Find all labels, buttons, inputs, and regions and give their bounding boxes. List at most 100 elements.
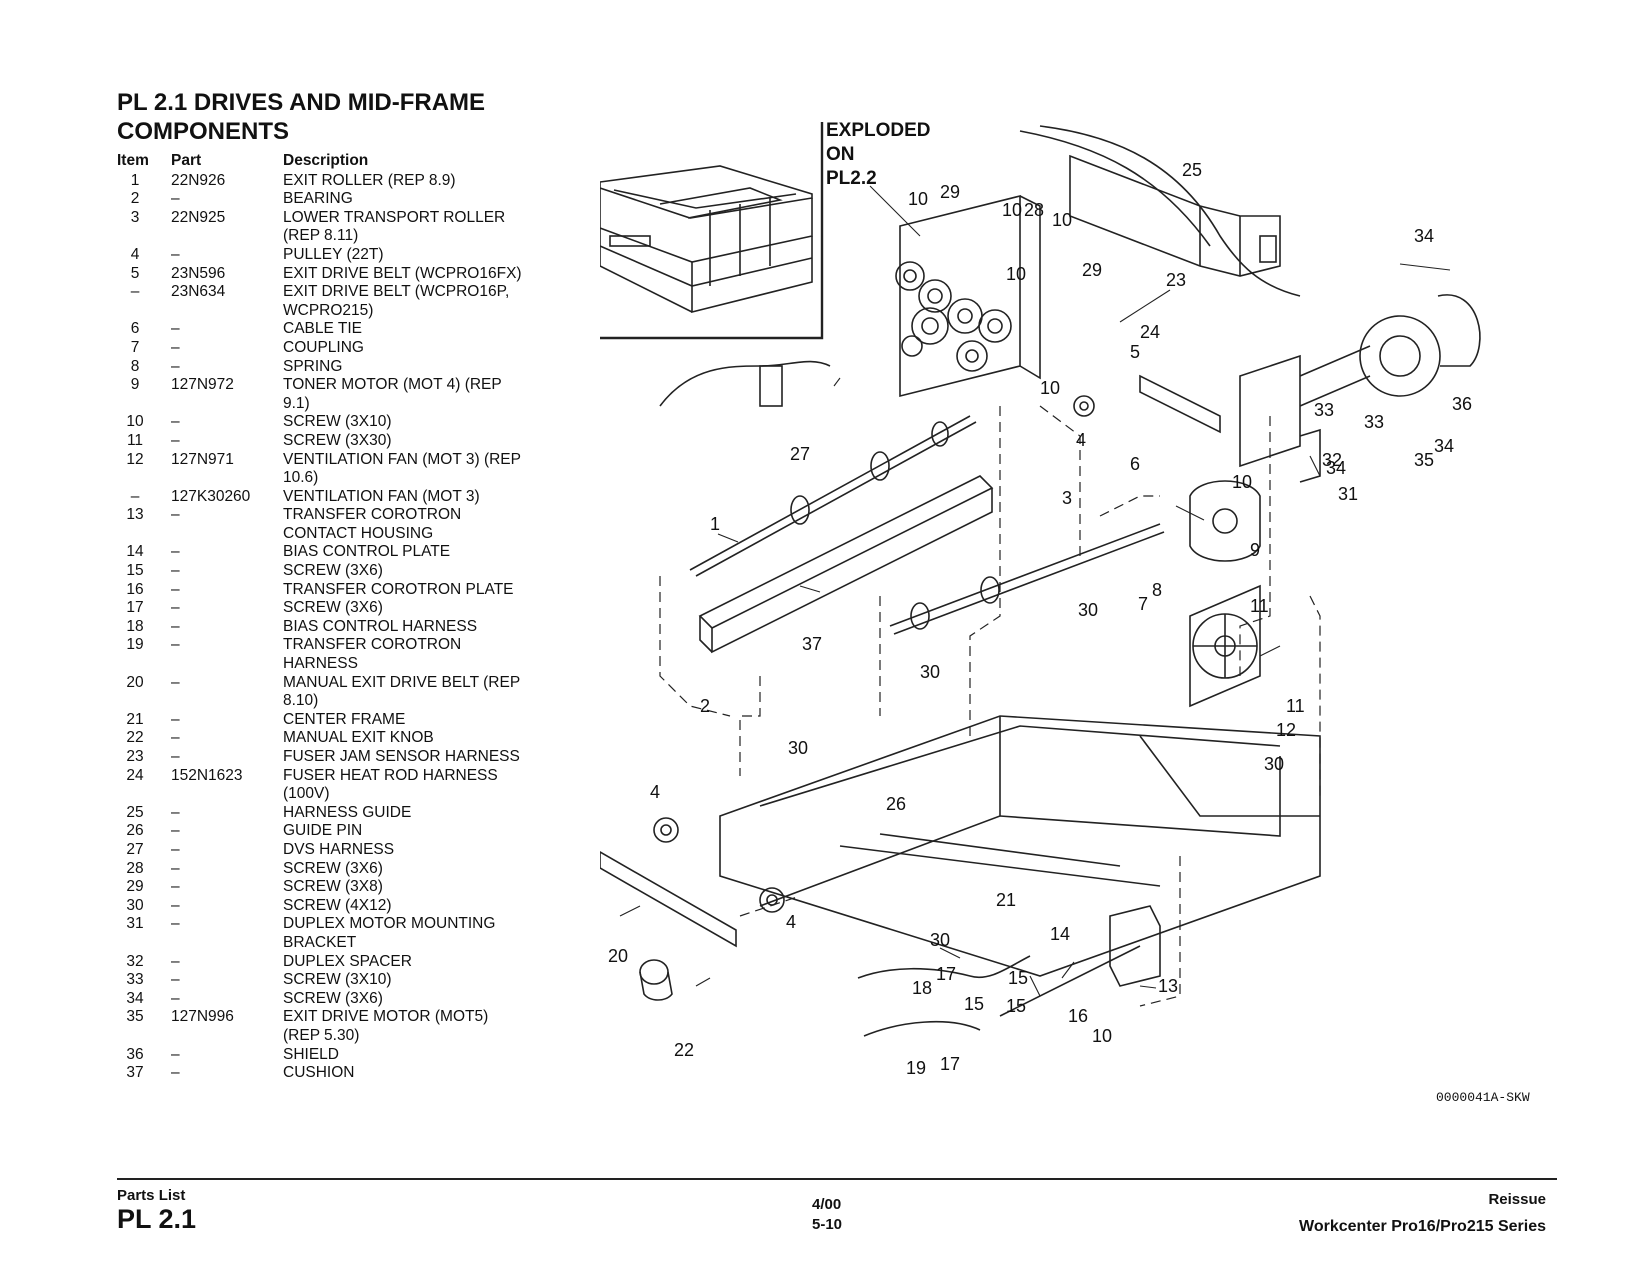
row-part: – (171, 840, 180, 858)
footer-date: 4/00 (812, 1196, 842, 1213)
row-part: 152N1623 (171, 766, 243, 784)
bias-control-harness (857, 955, 1031, 979)
row-description-line: SHIELD (283, 1045, 339, 1063)
row-item: 20 (126, 673, 144, 691)
row-description: VENTILATION FAN (MOT 3) (283, 488, 553, 507)
row-description-line: CUSHION (283, 1064, 355, 1082)
row-item: 31 (126, 915, 144, 933)
row-description-line: TONER MOTOR (MOT 4) (REP (283, 376, 502, 394)
row-description-line: 8.10) (283, 692, 319, 710)
row-description: DVS HARNESS (283, 841, 553, 860)
row-part: 23N596 (171, 264, 226, 282)
callout-number: 34 (1326, 458, 1346, 478)
row-item: 37 (126, 1064, 144, 1082)
callout-number: 24 (1140, 322, 1160, 342)
callout-number: 10 (1040, 378, 1060, 398)
callout-number: 11 (1250, 596, 1269, 616)
row-item: 29 (126, 878, 144, 896)
table-row: 17–SCREW (3X6) (117, 599, 553, 618)
row-part: 23N634 (171, 283, 226, 301)
footer-divider (117, 1178, 1557, 1180)
row-description-line: SPRING (283, 357, 343, 375)
row-part: – (171, 562, 180, 580)
row-item: 18 (126, 617, 144, 635)
row-part: 127K30260 (171, 487, 251, 505)
row-item: 35 (126, 1008, 144, 1026)
row-description: FUSER JAM SENSOR HARNESS (283, 748, 553, 767)
row-description-line: BEARING (283, 190, 353, 208)
row-description-line: SCREW (3X30) (283, 431, 392, 449)
callout-number: 17 (936, 964, 956, 984)
row-description: BIAS CONTROL PLATE (283, 543, 553, 562)
row-item: 2 (130, 190, 140, 208)
row-part: – (171, 580, 180, 598)
row-part: 127N996 (171, 1008, 234, 1026)
callout-number: 10 (1006, 264, 1026, 284)
table-row: 5 23N596 EXIT DRIVE BELT (WCPRO16FX) (117, 265, 553, 284)
callout-number: 26 (886, 794, 906, 814)
callout-number: 12 (1276, 720, 1296, 740)
row-description: EXIT DRIVE BELT (WCPRO16P,WCPRO215) (283, 283, 553, 320)
row-description-line: EXIT DRIVE MOTOR (MOT5) (283, 1008, 489, 1026)
row-description-line: EXIT ROLLER (REP 8.9) (283, 171, 456, 189)
row-description-line: FUSER HEAT ROD HARNESS (283, 766, 498, 784)
callout-number: 31 (1338, 484, 1358, 504)
callout-number: 34 (1434, 436, 1454, 456)
row-description: TRANSFER COROTRON PLATE (283, 581, 553, 600)
header-part: Part (171, 152, 202, 169)
table-row: 23–FUSER JAM SENSOR HARNESS (117, 748, 553, 767)
callout-number: 30 (930, 930, 950, 950)
page-title-line1: PL 2.1 DRIVES AND MID-FRAME (117, 89, 486, 116)
callout-number: 25 (1182, 160, 1202, 180)
exploded-note-line3: PL2.2 (826, 168, 877, 189)
row-item: 25 (126, 803, 144, 821)
parts-table-header: Item Part Description (117, 152, 553, 171)
callout-number: 36 (1452, 394, 1472, 414)
table-row: 29–SCREW (3X8) (117, 878, 553, 897)
callout-number: 10 (908, 189, 928, 209)
row-description-line: SCREW (3X6) (283, 989, 383, 1007)
row-description-line: TRANSFER COROTRON (283, 636, 462, 654)
row-part: – (171, 636, 180, 654)
exit-drive-belt (1139, 374, 1221, 434)
row-item: 23 (126, 748, 144, 765)
row-description: BIAS CONTROL HARNESS (283, 618, 553, 637)
table-row: 7–COUPLING (117, 339, 553, 358)
footer-section-code: PL 2.1 (117, 1204, 197, 1234)
row-description-line: WCPRO215) (283, 301, 374, 319)
row-description-line: EXIT DRIVE BELT (WCPRO16P, (283, 283, 510, 301)
row-item: 10 (126, 413, 144, 431)
row-part: – (171, 245, 180, 263)
exploded-note: EXPLODED ON PL2.2 (826, 120, 931, 189)
callout-number: 15 (1006, 996, 1026, 1016)
row-part: – (171, 803, 180, 821)
row-item: 21 (126, 710, 144, 728)
row-item: 33 (126, 971, 144, 989)
row-description-line: SCREW (3X10) (283, 971, 392, 989)
row-part: – (171, 915, 180, 933)
callout-number: 37 (802, 634, 822, 654)
table-row: 27–DVS HARNESS (117, 841, 553, 860)
row-part: – (171, 989, 180, 1007)
pulleys (653, 395, 1095, 913)
callout-number: 21 (996, 890, 1016, 910)
callout-number: 30 (1264, 754, 1284, 774)
row-description-line: DVS HARNESS (283, 840, 395, 858)
callout-number: 18 (912, 978, 932, 998)
footer-section-label: Parts List (117, 1187, 186, 1204)
exploded-note-line2: ON (826, 144, 855, 165)
row-part: – (171, 599, 180, 617)
table-row: 32–DUPLEX SPACER (117, 953, 553, 972)
row-description-line: HARNESS (283, 655, 358, 673)
row-part: – (171, 673, 180, 691)
row-description-line: EXIT DRIVE BELT (WCPRO16FX) (283, 264, 522, 282)
row-description-line: BRACKET (283, 933, 357, 951)
row-item: 5 (130, 264, 140, 282)
